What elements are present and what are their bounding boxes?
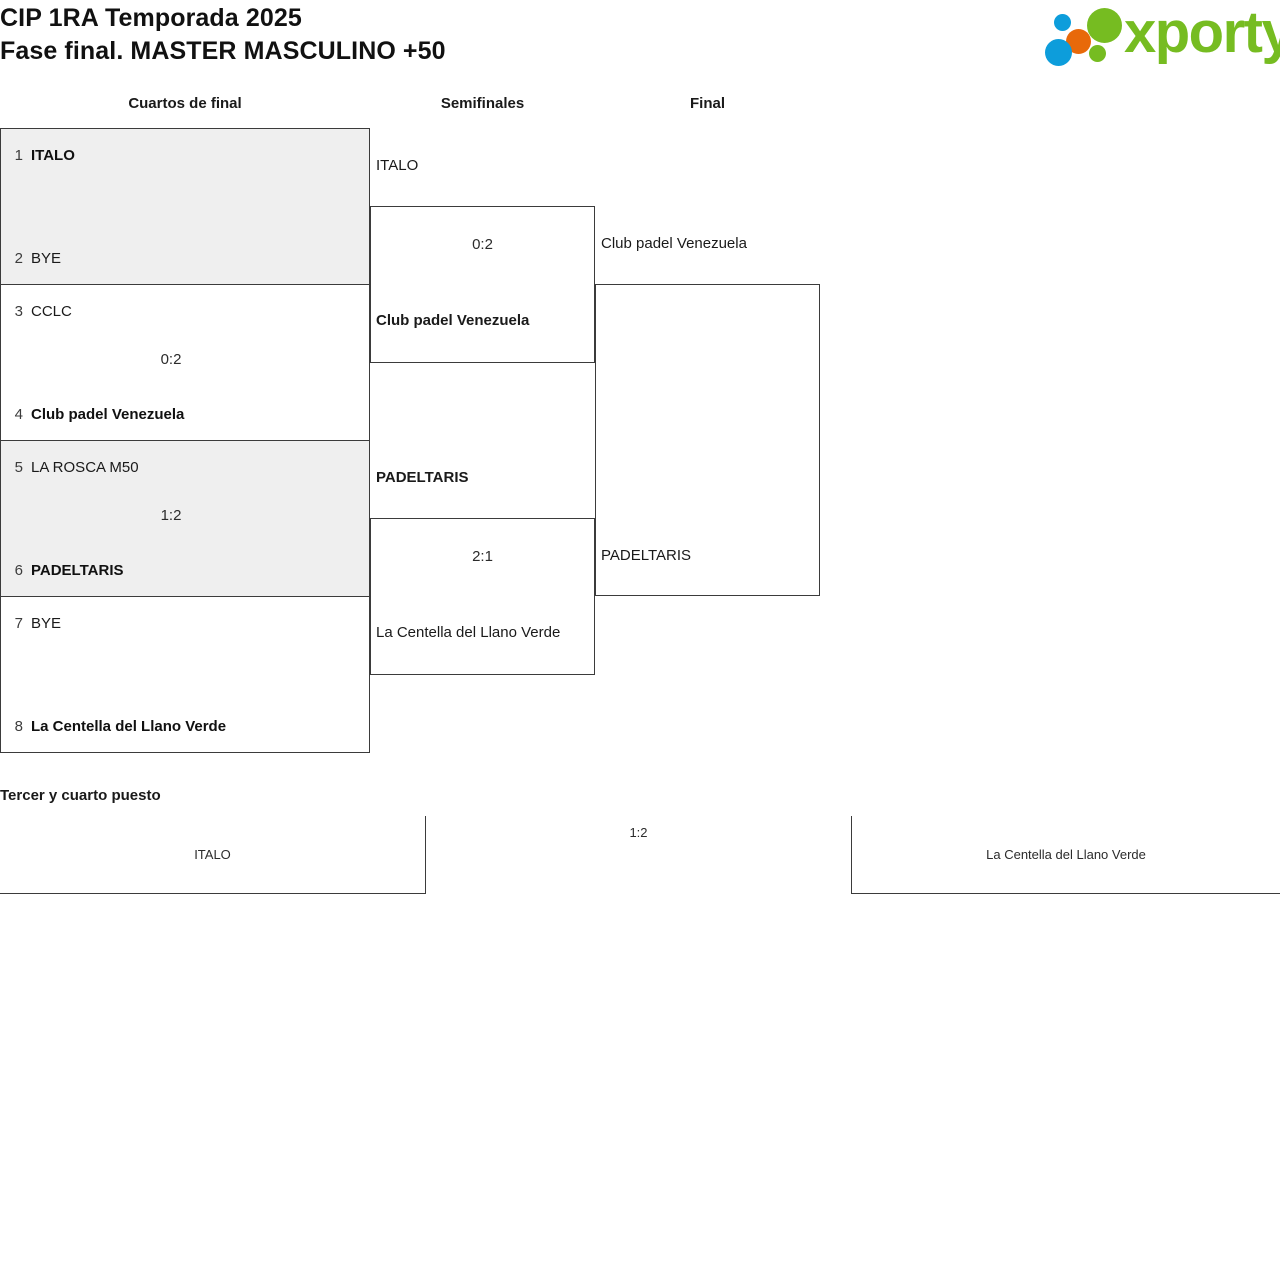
- xporty-logo: xporty: [1044, 0, 1280, 66]
- round-header-semifinals: Semifinales: [440, 95, 525, 112]
- match-player-row: 4 Club padel Venezuela: [1, 405, 371, 425]
- match-final[interactable]: [595, 284, 820, 596]
- match-player-row: 6 PADELTARIS: [1, 561, 371, 581]
- seed-number: 4: [14, 406, 23, 423]
- semifinal-1-upper-player: ITALO: [376, 157, 419, 174]
- semifinal-1-lower-player: Club padel Venezuela: [376, 312, 530, 329]
- match-player-row: 5 LA ROSCA M50: [1, 458, 371, 478]
- logo-dot-green-small: [1089, 45, 1106, 62]
- match-player-row: 8 La Centella del Llano Verde: [1, 717, 371, 737]
- round-header-quarterfinals: Cuartos de final: [128, 95, 242, 112]
- third-place-score: 1:2: [629, 825, 648, 840]
- semifinal-2-score: 2:1: [472, 548, 493, 565]
- player-name: LA ROSCA M50: [31, 459, 139, 476]
- match-quarterfinal-4[interactable]: 7 BYE 8 La Centella del Llano Verde: [0, 596, 370, 753]
- third-place-right-player: La Centella del Llano Verde: [986, 847, 1146, 862]
- seed-number: 5: [14, 459, 23, 476]
- third-place-title: Tercer y cuarto puesto: [0, 787, 161, 804]
- seed-number: 2: [14, 250, 23, 267]
- player-name: Club padel Venezuela: [31, 406, 185, 423]
- player-name: ITALO: [31, 147, 75, 164]
- match-quarterfinal-3[interactable]: 5 LA ROSCA M50 1:2 6 PADELTARIS: [0, 440, 370, 597]
- seed-number: 6: [14, 562, 23, 579]
- title-line-2: Fase final. MASTER MASCULINO +50: [0, 37, 446, 65]
- third-place-left-box[interactable]: ITALO: [0, 816, 426, 894]
- round-header-final: Final: [689, 95, 725, 112]
- seed-number: 8: [14, 718, 23, 735]
- player-name: PADELTARIS: [31, 562, 124, 579]
- match-score: 0:2: [160, 351, 182, 368]
- match-quarterfinal-1[interactable]: 1 ITALO 2 BYE: [0, 128, 370, 285]
- match-player-row: 3 CCLC: [1, 302, 371, 322]
- match-semifinal-2[interactable]: [370, 518, 595, 675]
- semifinal-1-score: 0:2: [472, 236, 493, 253]
- final-lower-player: PADELTARIS: [601, 547, 692, 564]
- match-semifinal-1[interactable]: [370, 206, 595, 363]
- logo-dot-blue-large: [1045, 39, 1072, 66]
- player-name: CCLC: [31, 303, 72, 320]
- seed-number: 7: [14, 615, 23, 632]
- third-place-right-box[interactable]: La Centella del Llano Verde: [851, 816, 1280, 894]
- player-name: BYE: [31, 615, 62, 632]
- semifinal-2-upper-player: PADELTARIS: [376, 469, 469, 486]
- page-header: CIP 1RA Temporada 2025 Fase final. MASTE…: [0, 0, 1280, 92]
- player-name: BYE: [31, 250, 62, 267]
- seed-number: 3: [14, 303, 23, 320]
- title-line-1: CIP 1RA Temporada 2025: [0, 4, 302, 32]
- logo-dots-icon: [1044, 6, 1136, 66]
- page-title: CIP 1RA Temporada 2025 Fase final. MASTE…: [0, 2, 446, 68]
- logo-wordmark: xporty: [1124, 0, 1280, 65]
- match-player-row: 7 BYE: [1, 614, 371, 634]
- seed-number: 1: [14, 147, 23, 164]
- match-player-row: 2 BYE: [1, 249, 371, 269]
- final-upper-player: Club padel Venezuela: [601, 235, 747, 252]
- match-quarterfinal-2[interactable]: 3 CCLC 0:2 4 Club padel Venezuela: [0, 284, 370, 441]
- player-name: La Centella del Llano Verde: [31, 718, 227, 735]
- match-player-row: 1 ITALO: [1, 146, 371, 166]
- logo-dot-blue-small: [1054, 14, 1071, 31]
- match-score: 1:2: [160, 507, 182, 524]
- third-place-left-player: ITALO: [194, 847, 231, 862]
- semifinal-2-lower-player: La Centella del Llano Verde: [376, 624, 561, 641]
- logo-dot-green-large: [1087, 8, 1122, 43]
